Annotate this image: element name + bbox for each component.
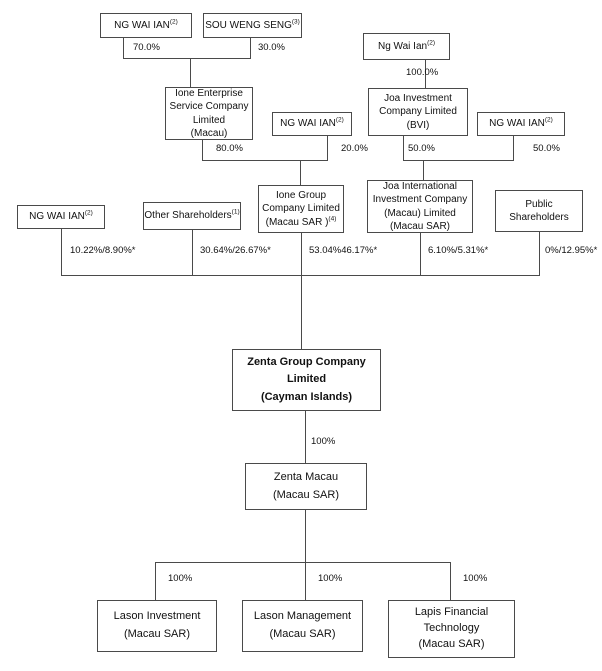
- entity-label: (Macau) Limited: [384, 207, 456, 219]
- entity-label: Ng Wai Ian(2): [377, 39, 436, 52]
- ownership-label: 100%: [318, 573, 343, 584]
- connector: [327, 136, 328, 160]
- entity-label: Lapis Financial: [414, 606, 489, 619]
- connector: [423, 160, 424, 180]
- entity-label: (Macau SAR): [389, 220, 450, 232]
- entity-label: Lason Investment: [113, 610, 201, 623]
- ownership-label: 30.0%: [258, 42, 285, 53]
- entity-box-ione-enterprise: Ione Enterprise Service Company Limited …: [165, 87, 253, 140]
- ownership-label: 50.0%: [533, 143, 560, 154]
- entity-label: NG WAI IAN(2): [489, 117, 553, 130]
- entity-label: Limited: [192, 114, 226, 126]
- entity-box-ng-wai-ian-top: NG WAI IAN(2): [100, 13, 192, 38]
- entity-box-lason-management: Lason Management (Macau SAR): [242, 600, 363, 652]
- entity-label: Zenta Group Company: [247, 356, 366, 369]
- entity-label: SOU WENG SENG(3): [205, 18, 300, 31]
- connector: [300, 160, 301, 185]
- connector: [202, 160, 328, 161]
- entity-label: Shareholders: [509, 212, 569, 223]
- connector: [190, 58, 191, 88]
- entity-box-sou-weng-seng: SOU WENG SENG(3): [203, 13, 302, 38]
- entity-label: (Macau SAR): [418, 637, 485, 650]
- entity-label: (BVI): [406, 119, 430, 131]
- entity-box-other-shareholders: Other Shareholders(1): [143, 202, 241, 230]
- connector: [420, 233, 421, 275]
- connector: [250, 38, 251, 58]
- connector: [539, 232, 540, 275]
- entity-box-zenta-group: Zenta Group Company Limited (Cayman Isla…: [232, 349, 381, 411]
- connector: [155, 562, 451, 563]
- entity-label: Public: [525, 198, 553, 210]
- ownership-label: 30.64%/26.67%*: [200, 245, 271, 256]
- connector: [61, 275, 540, 276]
- connector: [403, 136, 404, 160]
- entity-label: Company Limited: [262, 203, 340, 215]
- connector: [61, 229, 62, 275]
- ownership-label: 100%: [311, 436, 336, 447]
- entity-label: Joa International: [383, 181, 457, 193]
- connector: [301, 275, 302, 349]
- connector: [450, 562, 451, 600]
- connector: [155, 562, 156, 600]
- ownership-label: 100%: [168, 573, 193, 584]
- ownership-label: 70.0%: [133, 42, 160, 53]
- connector: [513, 136, 514, 160]
- entity-label: Technology: [423, 622, 480, 635]
- entity-box-ng-wai-ian-right: Ng Wai Ian(2): [363, 33, 450, 60]
- entity-label: (Cayman Islands): [260, 390, 353, 403]
- entity-box-lapis-financial: Lapis Financial Technology (Macau SAR): [388, 600, 515, 658]
- ownership-label: 53.04%46.17%*: [309, 245, 378, 256]
- connector: [192, 230, 193, 275]
- entity-label: Limited: [286, 373, 327, 386]
- entity-label: Company Limited: [379, 106, 457, 118]
- entity-label: (Macau SAR): [272, 488, 340, 501]
- ownership-label: 50.0%: [408, 143, 435, 154]
- entity-label: NG WAI IAN(2): [29, 210, 93, 223]
- entity-box-ng-wai-ian-row3: NG WAI IAN(2): [17, 205, 105, 229]
- entity-box-lason-investment: Lason Investment (Macau SAR): [97, 600, 217, 652]
- entity-box-zenta-macau: Zenta Macau (Macau SAR): [245, 463, 367, 510]
- entity-label: Ione Enterprise: [175, 88, 243, 100]
- ownership-label: 100%: [463, 573, 488, 584]
- connector: [425, 60, 426, 88]
- connector: [305, 562, 306, 600]
- connector: [123, 38, 124, 58]
- entity-box-joa-international: Joa International Investment Company (Ma…: [367, 180, 473, 233]
- ownership-label: 100.0%: [406, 67, 439, 78]
- entity-label: Zenta Macau: [273, 470, 339, 483]
- entity-label: Ione Group: [275, 190, 327, 202]
- entity-label: Joa Investment: [384, 93, 452, 105]
- ownership-label: 10.22%/8.90%*: [70, 245, 136, 256]
- entity-box-ione-group: Ione Group Company Limited (Macau SAR )(…: [258, 185, 344, 233]
- entity-label: (Macau): [190, 127, 228, 139]
- connector: [301, 233, 302, 275]
- ownership-label: 20.0%: [341, 143, 368, 154]
- connector: [123, 58, 251, 59]
- connector: [202, 140, 203, 160]
- ownership-label: 6.10%/5.31%*: [428, 245, 489, 256]
- ownership-label: 80.0%: [216, 143, 243, 154]
- entity-label: (Macau SAR): [123, 628, 191, 640]
- entity-box-joa-investment: Joa Investment Company Limited (BVI): [368, 88, 468, 136]
- entity-box-ng-wai-ian-mid: NG WAI IAN(2): [272, 112, 352, 136]
- entity-label: Other Shareholders(1): [144, 209, 240, 222]
- entity-label: (Macau SAR )(4): [265, 215, 337, 228]
- entity-box-public-shareholders: Public Shareholders: [495, 190, 583, 232]
- entity-label: NG WAI IAN(2): [114, 18, 178, 31]
- connector: [305, 411, 306, 463]
- entity-label: Investment Company: [372, 194, 468, 206]
- connector: [403, 160, 514, 161]
- entity-label: NG WAI IAN(2): [280, 117, 344, 130]
- entity-label: (Macau SAR): [269, 628, 336, 640]
- ownership-label: 0%/12.95%*: [545, 245, 598, 256]
- entity-box-ng-wai-ian-far-right: NG WAI IAN(2): [477, 112, 565, 136]
- entity-label: Service Company: [169, 101, 249, 113]
- connector: [305, 510, 306, 562]
- entity-label: Lason Management: [253, 610, 352, 623]
